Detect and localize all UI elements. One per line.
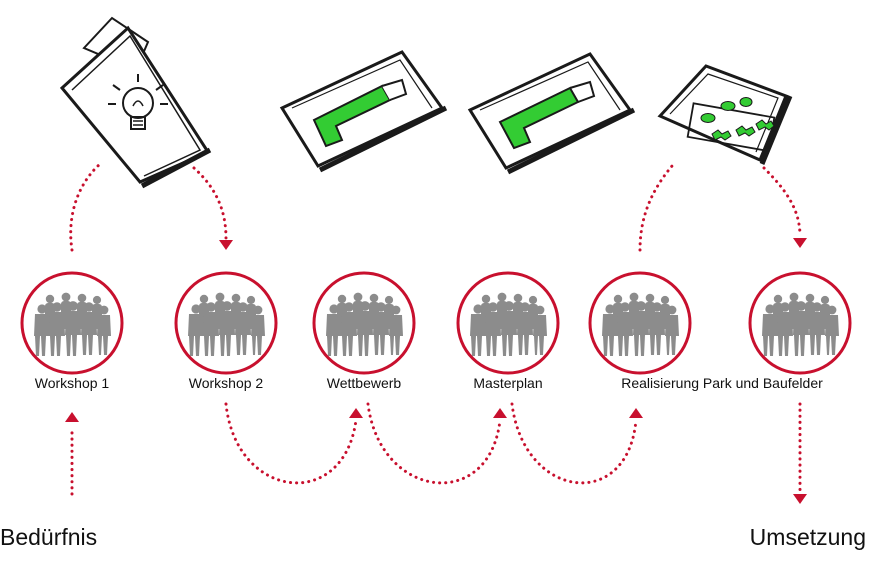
arrowhead-realisierung-up <box>629 408 643 418</box>
arrowhead-workshop2 <box>219 240 233 250</box>
stage-label-workshop-1: Workshop 1 <box>34 375 110 391</box>
arrowhead-masterplan-up <box>493 408 507 418</box>
plan-sheet-icon <box>279 50 448 173</box>
stage-circle-masterplan <box>456 271 560 375</box>
arrowhead-workshop1-up <box>65 412 79 422</box>
idea-sheet-icon <box>59 16 212 189</box>
stage-circle-umsetzung <box>748 271 852 375</box>
stage-circle-realisierung <box>588 271 692 375</box>
arc-realisierung-to-parkplan <box>638 164 674 252</box>
stage-label-realisierung: Realisierung Park und Baufelder <box>621 375 823 391</box>
arrowhead-umsetzung-down <box>793 494 807 504</box>
arc-workshop1-to-idea <box>69 162 102 252</box>
stage-label-workshop-2: Workshop 2 <box>188 375 264 391</box>
arc-wettbewerb-to-masterplan <box>366 402 502 485</box>
stage-circle-wettbewerb <box>312 271 416 375</box>
start-label-beduerfnis: Bedürfnis <box>0 524 98 550</box>
arc-workshop2-to-wettbewerb <box>224 402 358 485</box>
stage-label-masterplan: Masterplan <box>473 375 543 391</box>
arc-parkplan-to-umsetzung <box>762 166 802 238</box>
arrowhead-umsetzung-stage <box>793 238 807 248</box>
stage-circle-workshop-1 <box>20 271 124 375</box>
park-plan-sheet-icon <box>657 64 793 165</box>
arc-idea-to-workshop2 <box>192 166 228 240</box>
stage-circle-workshop-2 <box>174 271 278 375</box>
end-label-umsetzung: Umsetzung <box>749 524 866 550</box>
arrowhead-wettbewerb-up <box>349 408 363 418</box>
stage-label-wettbewerb: Wettbewerb <box>326 375 402 391</box>
plan-sheet-icon <box>467 52 636 175</box>
arc-masterplan-to-realisierung <box>510 402 638 485</box>
